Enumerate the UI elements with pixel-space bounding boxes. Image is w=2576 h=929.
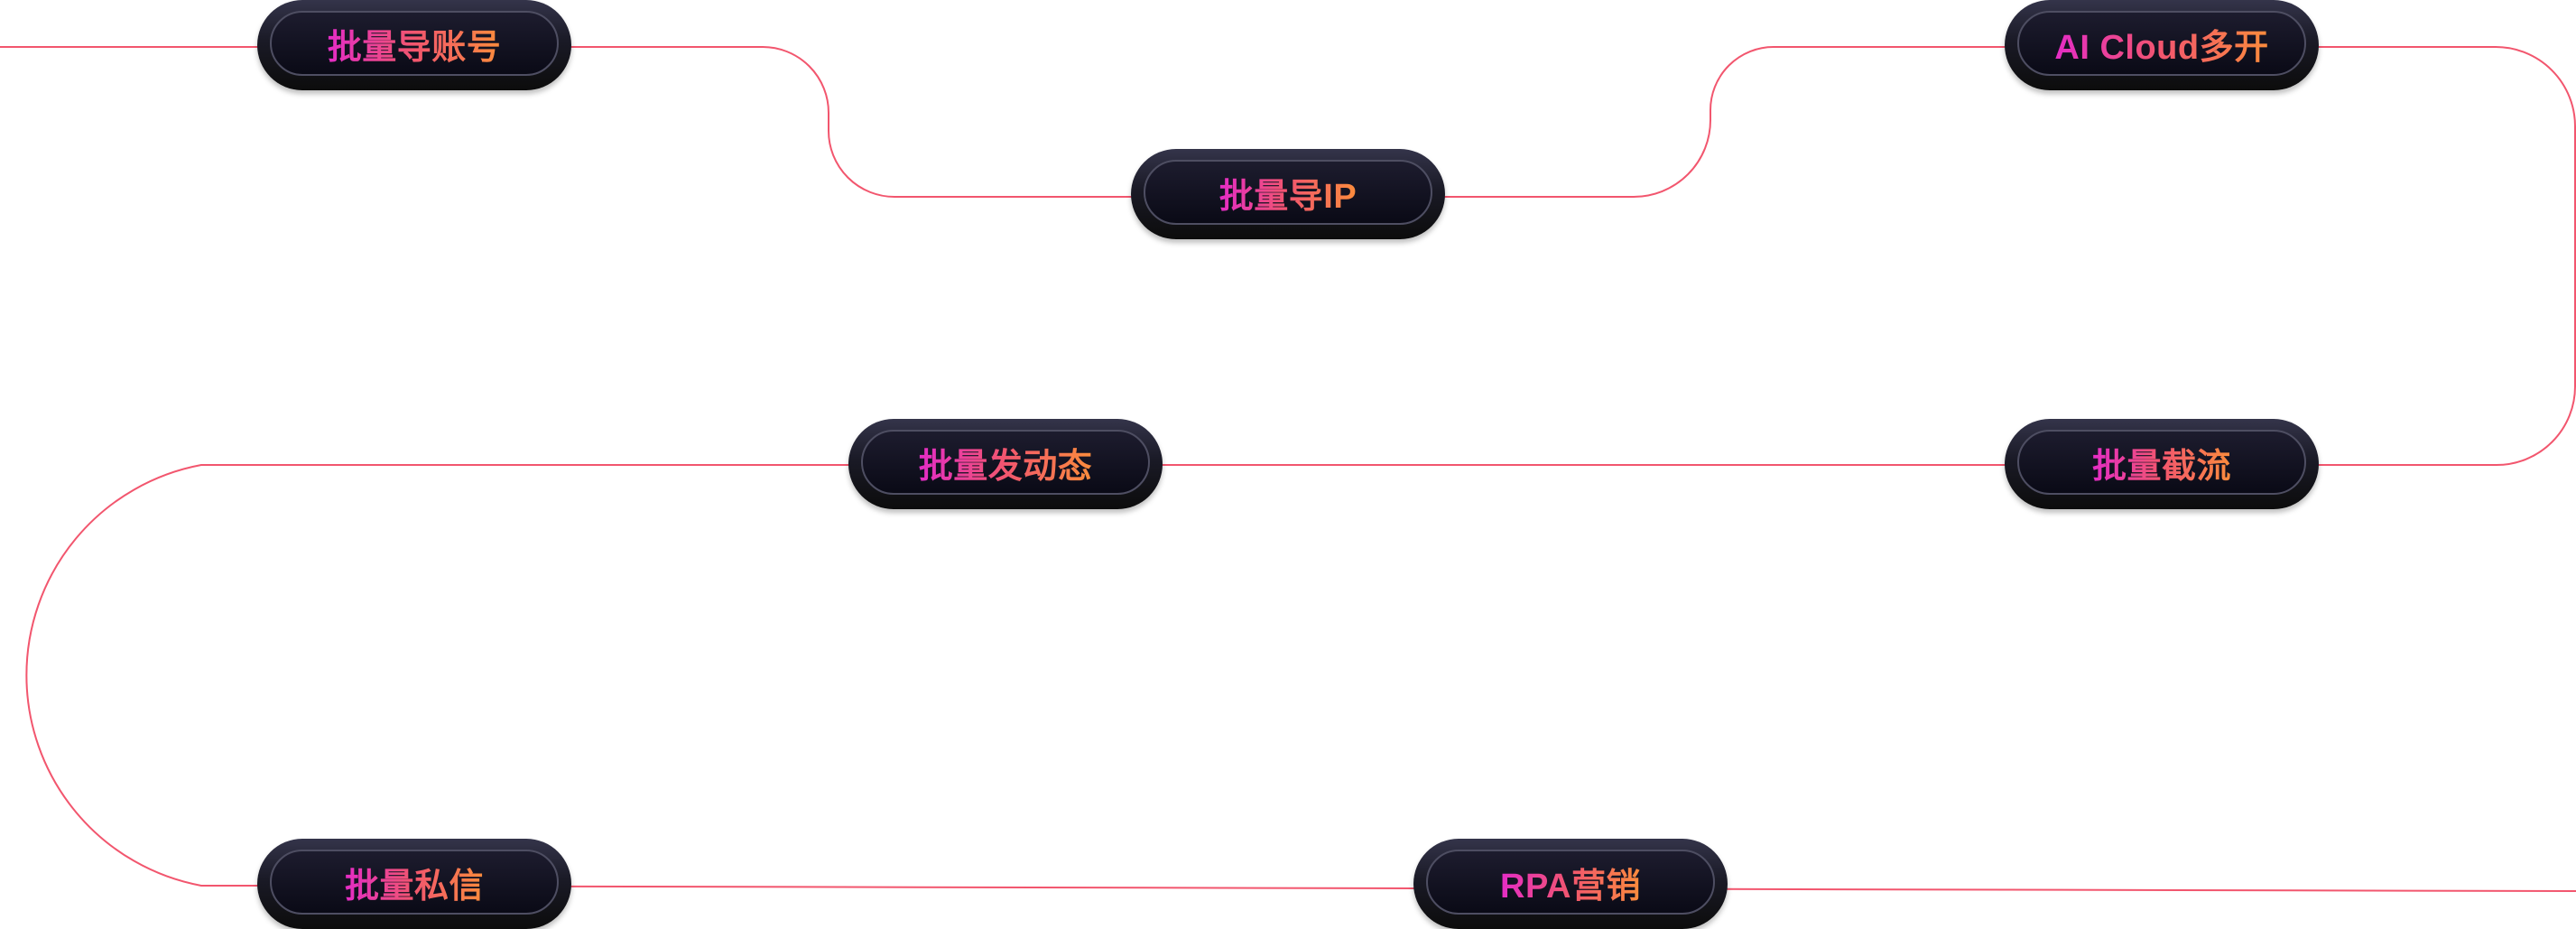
step-pill-inner: 批量截流 (2017, 430, 2306, 495)
step-label: 批量私信 (345, 858, 484, 907)
step-label: RPA营销 (1500, 858, 1641, 907)
step-label: 批量发动态 (919, 438, 1093, 488)
step-label: AI Cloud多开 (2054, 19, 2268, 69)
step-ai-cloud-multi-open[interactable]: AI Cloud多开 (2005, 0, 2319, 90)
step-pill-inner: 批量导账号 (270, 11, 559, 76)
step-batch-post-updates[interactable]: 批量发动态 (848, 419, 1163, 509)
step-batch-import-ip[interactable]: 批量导IP (1131, 149, 1445, 239)
step-label: 批量导IP (1219, 168, 1357, 218)
step-rpa-marketing[interactable]: RPA营销 (1413, 839, 1728, 929)
step-pill-inner: AI Cloud多开 (2017, 11, 2306, 76)
connector-path (0, 46, 2576, 892)
step-batch-import-accounts[interactable]: 批量导账号 (257, 0, 571, 90)
step-pill-inner: RPA营销 (1426, 850, 1715, 915)
step-label: 批量截流 (2092, 438, 2231, 488)
step-pill-inner: 批量私信 (270, 850, 559, 915)
step-label: 批量导账号 (328, 19, 502, 69)
step-batch-traffic-intercept[interactable]: 批量截流 (2005, 419, 2319, 509)
step-pill-inner: 批量导IP (1144, 160, 1432, 225)
step-pill-inner: 批量发动态 (861, 430, 1150, 495)
step-batch-private-message[interactable]: 批量私信 (257, 839, 571, 929)
